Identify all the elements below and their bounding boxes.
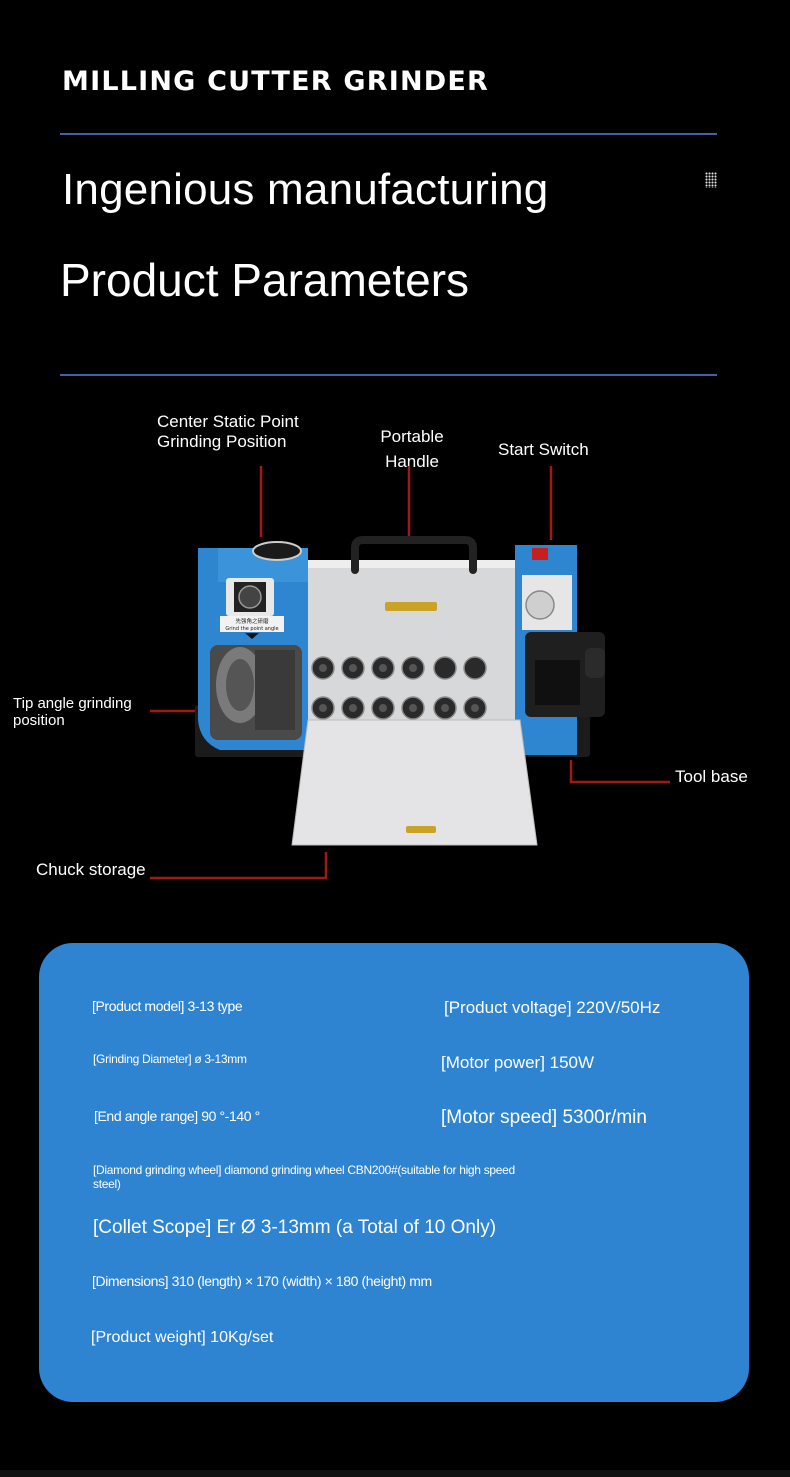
divider-bottom — [60, 374, 717, 376]
spec-panel — [39, 943, 749, 1402]
leader-tool-base — [569, 760, 670, 784]
section-title: Product Parameters — [60, 254, 470, 306]
label-plate-line2: Grind the point angle — [225, 626, 278, 632]
callout-center-point-line2: Grinding Position — [157, 432, 287, 451]
callout-handle: Portable Handle — [372, 424, 452, 474]
grinder-machine-image: 先强角之研磨 Grind the point angle — [195, 536, 605, 846]
grinding-port — [252, 541, 302, 561]
label-plate-line1: 先强角之研磨 — [235, 617, 269, 625]
callout-handle-line2: Handle — [385, 452, 439, 471]
spec-diamond-wheel-line1: [Diamond grinding wheel] diamond grindin… — [93, 1163, 515, 1177]
start-switch-button — [532, 548, 548, 560]
spec-collet-scope: [Collet Scope] Er Ø 3-13mm (a Total of 1… — [93, 1217, 497, 1238]
brand-title: MILLING CUTTER GRINDER — [62, 66, 489, 97]
collet-row-bottom — [311, 696, 487, 720]
callout-center-point-line1: Center Static Point — [157, 412, 299, 431]
callout-handle-line1: Portable — [380, 427, 444, 446]
callout-tip-angle-line1: Tip angle grinding — [13, 695, 132, 712]
callout-tip-angle-line2: position — [13, 712, 65, 729]
leader-chuck-storage — [150, 852, 328, 880]
spec-diamond-wheel: [Diamond grinding wheel] diamond grindin… — [93, 1163, 515, 1191]
chuck-storage-tray — [291, 719, 538, 846]
callout-chuck-storage: Chuck storage — [36, 860, 146, 879]
tray-latch — [406, 826, 436, 833]
spec-grinding-diameter: [Grinding Diameter] ø 3-13mm — [93, 1052, 247, 1066]
spec-motor-power: [Motor power] 150W — [441, 1053, 595, 1072]
divider-top — [60, 133, 717, 135]
spec-product-model: [Product model] 3-13 type — [92, 998, 243, 1014]
dot-grid-icon — [705, 172, 717, 188]
callout-tool-base: Tool base — [675, 767, 748, 786]
headline: Ingenious manufacturing — [62, 165, 549, 214]
spec-motor-speed: [Motor speed] 5300r/min — [441, 1107, 647, 1128]
spec-product-voltage: [Product voltage] 220V/50Hz — [444, 998, 661, 1017]
spec-product-weight: [Product weight] 10Kg/set — [91, 1329, 274, 1346]
bottom-bar — [0, 1470, 790, 1477]
spec-dimensions: [Dimensions] 310 (length) × 170 (width) … — [92, 1273, 432, 1289]
spec-end-angle-range: [End angle range] 90 °-140 ° — [94, 1108, 260, 1124]
callout-start-switch: Start Switch — [498, 440, 589, 459]
callout-tip-angle: Tip angle grinding position — [13, 695, 132, 729]
callout-center-point: Center Static Point Grinding Position — [157, 412, 299, 452]
carry-handle — [351, 536, 477, 574]
spec-diamond-wheel-line2: steel) — [93, 1177, 121, 1191]
top-latch — [385, 602, 437, 611]
label-plate — [220, 616, 284, 632]
